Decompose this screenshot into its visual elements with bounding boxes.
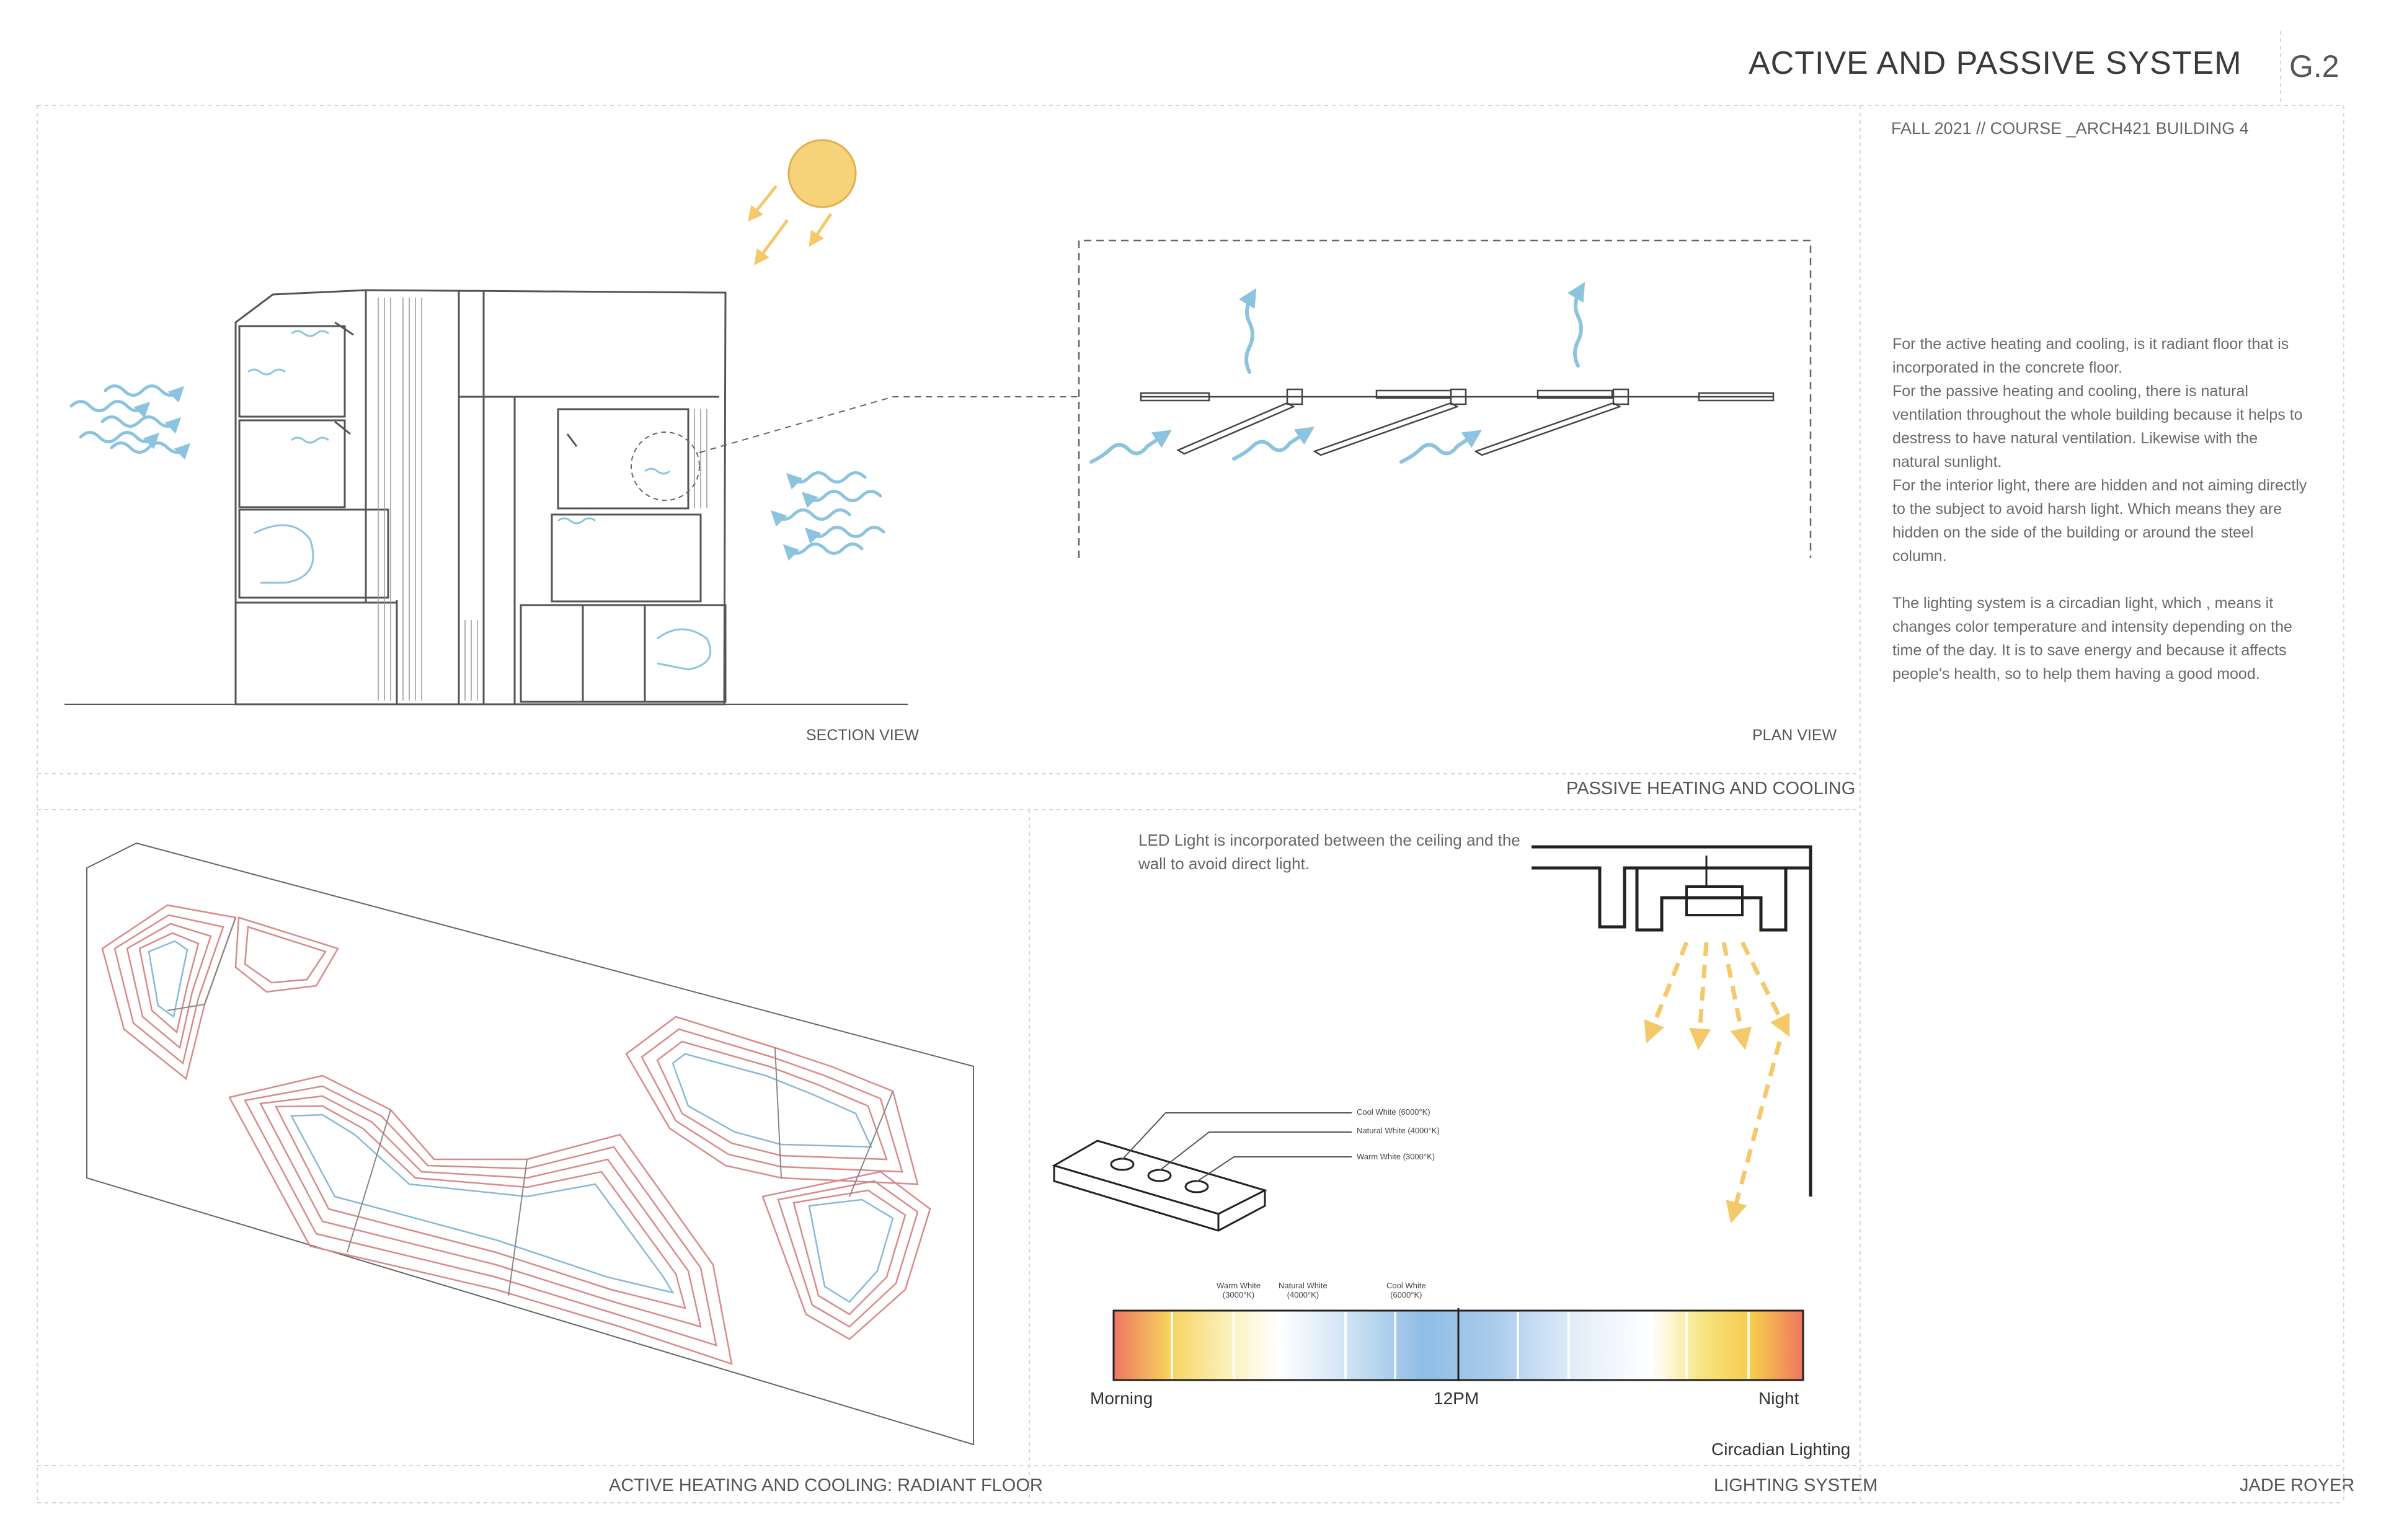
plan-view-drawing [1140, 388, 1775, 456]
ceiling-detail [1532, 845, 1812, 1197]
led-warm-label: Warm White (3000°K) [1357, 1152, 1435, 1161]
radiant-floor-zones [101, 904, 931, 1365]
led-cool-label: Cool White (6000°K) [1357, 1107, 1430, 1117]
bar-cool-label: Cool White (6000°K) [1386, 1281, 1426, 1299]
led-natural-label: Natural White (4000°K) [1357, 1126, 1440, 1135]
detail-callout-circle [631, 431, 700, 501]
bar-warm-kelvin: (3000°K) [1222, 1290, 1255, 1299]
plan-view-label: PLAN VIEW [1752, 727, 1837, 744]
bar-cool-name: Cool White [1386, 1281, 1426, 1290]
led-note: LED Light is incorporated between the ce… [1138, 831, 1520, 873]
section-view-drawing [64, 289, 908, 706]
sun-icon [787, 139, 857, 208]
sun-ray-arrows [747, 185, 833, 266]
description-p2: For the passive heating and cooling, the… [1892, 383, 2303, 471]
circadian-label: Circadian Lighting [1711, 1440, 1851, 1459]
passive-section-label: PASSIVE HEATING AND COOLING [1566, 779, 1856, 799]
bar-warm-name: Warm White [1217, 1281, 1261, 1290]
lighting-section-label: LIGHTING SYSTEM [1714, 1476, 1878, 1495]
led-callout-lines [1122, 1112, 1352, 1182]
section-louvers [378, 298, 707, 701]
detail-callout-leader [699, 396, 1079, 453]
plan-air-flows [1089, 281, 1585, 464]
radiant-floor-dividers [167, 917, 893, 1296]
section-air-flows [69, 384, 885, 561]
author-label: JADE ROYER [2240, 1476, 2355, 1495]
led-light-rays [1644, 941, 1790, 1224]
circadian-tick-lines [1171, 1312, 1750, 1379]
bar-natural-name: Natural White [1279, 1281, 1328, 1290]
sheet-title: ACTIVE AND PASSIVE SYSTEM [1749, 45, 2242, 81]
morning-label: Morning [1090, 1389, 1153, 1408]
section-view-label: SECTION VIEW [806, 727, 919, 744]
sheet-number: G.2 [2289, 49, 2339, 84]
course-info: FALL 2021 // COURSE _ARCH421 BUILDING 4 [1891, 119, 2249, 138]
active-section-label: ACTIVE HEATING AND COOLING: RADIANT FLOO… [609, 1476, 1043, 1495]
bar-natural-label: Natural White (4000°K) [1279, 1281, 1328, 1299]
night-label: Night [1758, 1389, 1799, 1408]
description-p4: The lighting system is a circadian light… [1892, 595, 2292, 683]
section-interior-air [247, 330, 712, 671]
led-bar-icon [1052, 1140, 1268, 1232]
description-p1: For the active heating and cooling, is i… [1892, 335, 2289, 376]
plan-view-frame [1078, 239, 1812, 558]
sheet-frame [37, 31, 2344, 1503]
description-p3: For the interior light, there are hidden… [1892, 477, 2307, 565]
description-text: For the active heating and cooling, is i… [1892, 332, 2308, 686]
noon-label: 12PM [1434, 1389, 1479, 1408]
radiant-floor-slab [86, 842, 974, 1446]
bar-warm-label: Warm White (3000°K) [1217, 1281, 1261, 1299]
bar-natural-kelvin: (4000°K) [1287, 1290, 1319, 1299]
bar-cool-kelvin: (6000°K) [1390, 1290, 1422, 1299]
